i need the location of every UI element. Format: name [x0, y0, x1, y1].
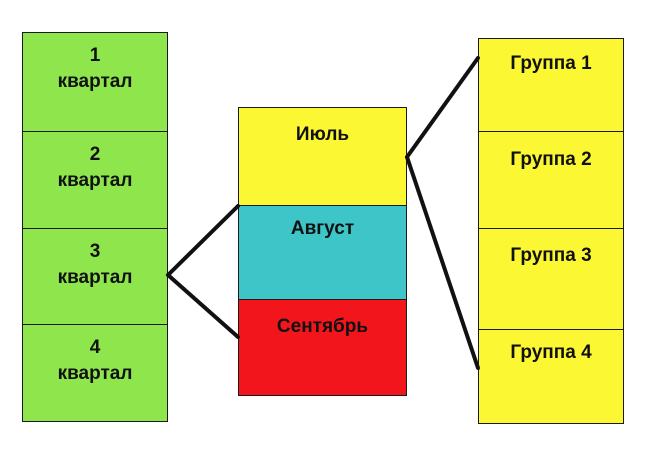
- month-august-label: Август: [290, 218, 355, 239]
- quarter-2-label: 2 квартал: [57, 144, 133, 191]
- connector-q3-to-months-top: [166, 204, 240, 277]
- quarter-1-label: 1 квартал: [57, 45, 133, 92]
- connector-july-to-groups-bottom: [405, 155, 480, 370]
- quarter-4-box: 4 квартал: [22, 324, 168, 422]
- month-july-box: Июль: [238, 107, 407, 206]
- month-september-box: Сентябрь: [238, 299, 407, 396]
- month-september-label: Сентябрь: [276, 316, 369, 337]
- group-3-box: Группа 3: [478, 228, 624, 330]
- group-2-box: Группа 2: [478, 131, 624, 229]
- quarter-3-label: 3 квартал: [57, 241, 133, 288]
- group-3-label: Группа 3: [510, 245, 592, 266]
- group-4-label: Группа 4: [510, 342, 592, 363]
- quarter-2-box: 2 квартал: [22, 131, 168, 229]
- quarter-3-box: 3 квартал: [22, 228, 168, 325]
- group-1-label: Группа 1: [510, 53, 592, 74]
- connector-q3-to-months-bottom: [166, 273, 240, 339]
- group-4-box: Группа 4: [478, 329, 624, 424]
- group-1-box: Группа 1: [478, 38, 624, 132]
- group-2-label: Группа 2: [510, 149, 592, 170]
- quarter-4-label: 4 квартал: [57, 337, 133, 384]
- connector-july-to-groups-top: [405, 56, 480, 159]
- month-july-label: Июль: [295, 124, 350, 145]
- month-august-box: Август: [238, 205, 407, 300]
- quarter-1-box: 1 квартал: [22, 32, 168, 132]
